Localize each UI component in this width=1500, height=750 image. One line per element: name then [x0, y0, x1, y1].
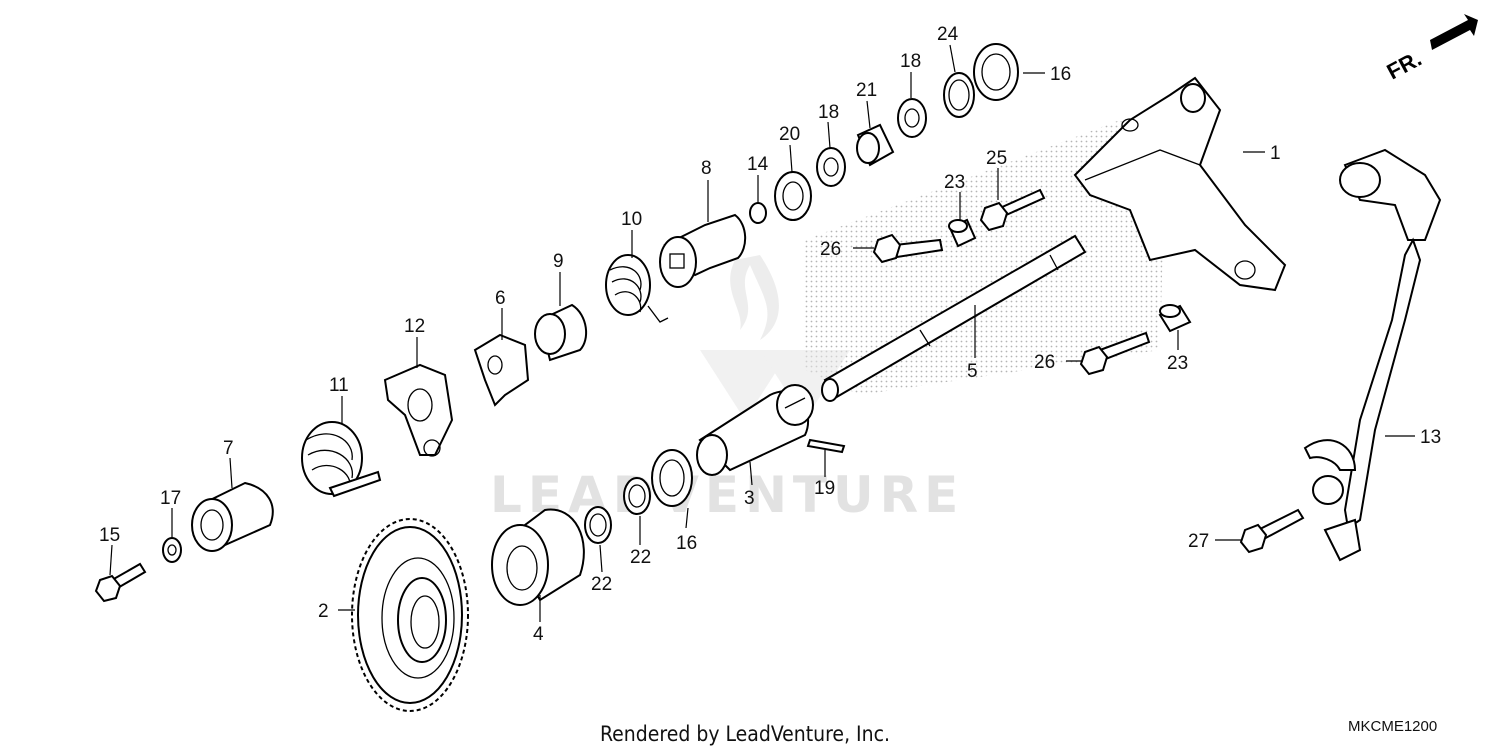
- part-5-shaft: [821, 234, 1087, 402]
- part-24-circlip: [943, 72, 975, 118]
- callout-27: 27: [1188, 531, 1209, 552]
- callout-21: 21: [856, 80, 877, 101]
- callout-2: 2: [318, 601, 329, 622]
- part-20-seal: [774, 171, 812, 221]
- part-25-bolt: [979, 188, 1046, 232]
- callout-16-upper: 16: [1050, 64, 1071, 85]
- callout-11: 11: [329, 375, 349, 396]
- part-21-bearing: [856, 123, 895, 167]
- callout-14: 14: [747, 154, 769, 175]
- render-credit: Rendered by LeadVenture, Inc.: [600, 722, 890, 746]
- part-23-dowel-lower: [1158, 304, 1192, 333]
- part-11-spring: [301, 421, 382, 498]
- part-13-lever: [1303, 148, 1442, 562]
- part-15-bolt: [94, 562, 147, 603]
- part-22-bearing-a: [584, 506, 612, 544]
- part-8-collar: [659, 213, 747, 288]
- part-17-washer: [162, 537, 182, 563]
- part-7-collar: [191, 481, 274, 552]
- callout-9: 9: [553, 251, 564, 272]
- part-16-washer-upper: [973, 43, 1019, 101]
- callout-23-lower: 23: [1167, 353, 1188, 374]
- front-direction-arrow: FR.: [1383, 14, 1478, 84]
- part-18-washer-lower: [816, 147, 846, 187]
- part-2-gear: [351, 518, 469, 712]
- callout-26-lower: 26: [1034, 352, 1055, 373]
- part-18-washer-upper: [897, 98, 927, 138]
- callout-18-upper: 18: [900, 51, 921, 72]
- callout-5: 5: [967, 361, 978, 382]
- callout-12: 12: [404, 316, 425, 337]
- callout-26-upper: 26: [820, 239, 841, 260]
- callout-16-lower: 16: [676, 533, 697, 554]
- front-direction-label: FR.: [1383, 46, 1426, 85]
- leader-lines: [109, 44, 1415, 622]
- callout-22-left: 22: [591, 574, 612, 595]
- callout-19: 19: [814, 478, 835, 499]
- callout-25: 25: [986, 148, 1007, 169]
- callout-17: 17: [160, 488, 181, 509]
- callout-7: 7: [223, 438, 234, 459]
- callout-4: 4: [533, 624, 544, 645]
- callout-15: 15: [99, 525, 120, 546]
- callout-1: 1: [1270, 143, 1281, 164]
- part-3-sleeve: [696, 384, 814, 476]
- part-6-plate: [473, 333, 530, 407]
- part-26-bolt-lower: [1079, 331, 1151, 376]
- part-1-arm: [1073, 76, 1287, 292]
- callout-18-lower: 18: [818, 102, 839, 123]
- part-22-bearing-b: [623, 477, 651, 515]
- part-10-spring: [605, 254, 669, 323]
- callout-22-right: 22: [630, 547, 651, 568]
- part-12-ratchet: [383, 363, 454, 457]
- part-9-bushing: [534, 303, 588, 362]
- part-26-bolt-upper: [872, 233, 944, 264]
- part-23-dowel-upper: [948, 218, 977, 248]
- callout-20: 20: [779, 124, 800, 145]
- callout-13: 13: [1420, 427, 1441, 448]
- part-4-hub: [491, 508, 585, 606]
- callout-6: 6: [495, 288, 506, 309]
- stipple-shading: [805, 120, 1165, 395]
- callout-labels: 1 2 3 4 5 6 7 8 9 10 11 12 13 14 15 16 1…: [99, 24, 1441, 645]
- part-14-ring: [749, 202, 767, 224]
- part-27-bolt: [1239, 508, 1305, 554]
- watermark-logo: [700, 255, 850, 420]
- callout-23-upper: 23: [944, 172, 965, 193]
- callout-10: 10: [621, 209, 642, 230]
- callout-3: 3: [744, 488, 755, 509]
- callout-24: 24: [937, 24, 959, 45]
- part-16-washer-lower: [651, 449, 693, 507]
- drawing-code: MKCME1200: [1348, 718, 1437, 735]
- callout-8: 8: [701, 158, 712, 179]
- part-19-pin: [806, 438, 846, 454]
